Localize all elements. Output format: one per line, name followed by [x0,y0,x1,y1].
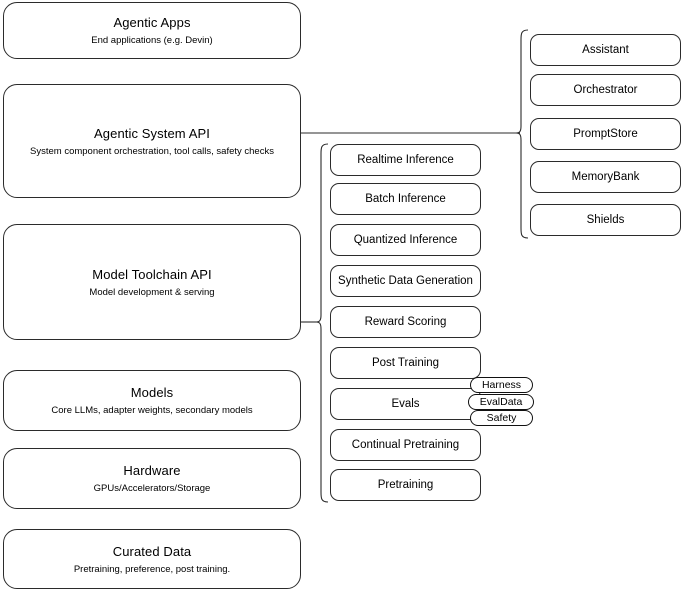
brace-model-toolchain-components [315,143,329,503]
component-box-realtime-inference[interactable]: Realtime Inference [330,144,481,176]
badge-label: EvalData [479,396,523,408]
component-box-batch-inference[interactable]: Batch Inference [330,183,481,215]
stack-title: Agentic Apps [113,15,191,30]
stack-title: Curated Data [112,543,192,559]
stack-title: Hardware [123,463,181,478]
component-box-assistant[interactable]: Assistant [530,34,681,66]
component-box-shields[interactable]: Shields [530,204,681,236]
component-box-synthetic-data-generation[interactable]: Synthetic Data Generation [330,265,481,297]
component-box-continual-pretraining[interactable]: Continual Pretraining [330,429,481,461]
component-box-pretraining[interactable]: Pretraining [330,469,481,501]
stack-title: Models [130,385,174,400]
component-label: Shields [586,214,625,226]
badge-evaldata[interactable]: EvalData [468,394,534,410]
badge-harness[interactable]: Harness [470,377,533,393]
stack-box-hardware[interactable]: Hardware GPUs/Accelerators/Storage [3,448,301,509]
badge-label: Safety [486,412,517,424]
stack-box-models[interactable]: Models Core LLMs, adapter weights, secon… [3,370,301,431]
stack-subtitle: End applications (e.g. Devin) [91,35,213,46]
badge-label: Harness [481,379,522,391]
component-box-promptstore[interactable]: PromptStore [530,118,681,150]
component-box-post-training[interactable]: Post Training [330,347,481,379]
component-label: Evals [391,398,420,410]
badge-safety[interactable]: Safety [470,410,533,426]
stack-box-agentic-apps[interactable]: Agentic Apps End applications (e.g. Devi… [3,2,301,59]
component-label: Orchestrator [573,84,638,96]
stack-box-agentic-system-api[interactable]: Agentic System API System component orch… [3,84,301,198]
component-box-orchestrator[interactable]: Orchestrator [530,74,681,106]
component-box-memorybank[interactable]: MemoryBank [530,161,681,193]
component-label: PromptStore [573,128,638,140]
brace-agentic-system-components [515,29,529,239]
stack-box-model-toolchain-api[interactable]: Model Toolchain API Model development & … [3,224,301,340]
stack-subtitle: GPUs/Accelerators/Storage [93,483,211,494]
stack-title: Agentic System API [94,125,210,141]
component-label: Quantized Inference [353,234,458,246]
component-label: Pretraining [377,479,434,491]
component-box-reward-scoring[interactable]: Reward Scoring [330,306,481,338]
stack-subtitle: Core LLMs, adapter weights, secondary mo… [51,405,253,416]
component-label: Batch Inference [365,193,446,205]
component-label: Reward Scoring [364,316,447,328]
component-label: Realtime Inference [357,154,454,166]
component-label: Synthetic Data Generation [338,275,473,287]
component-label: MemoryBank [571,171,640,183]
component-label: Post Training [371,357,440,369]
component-label: Assistant [582,44,629,56]
stack-subtitle: System component orchestration, tool cal… [30,145,274,157]
component-box-evals[interactable]: Evals [330,388,481,420]
stack-box-curated-data[interactable]: Curated Data Pretraining, preference, po… [3,529,301,589]
stack-subtitle: Model development & serving [89,286,215,298]
stack-subtitle: Pretraining, preference, post training. [73,563,231,575]
component-box-quantized-inference[interactable]: Quantized Inference [330,224,481,256]
component-label: Continual Pretraining [351,439,460,451]
stack-title: Model Toolchain API [92,266,212,282]
